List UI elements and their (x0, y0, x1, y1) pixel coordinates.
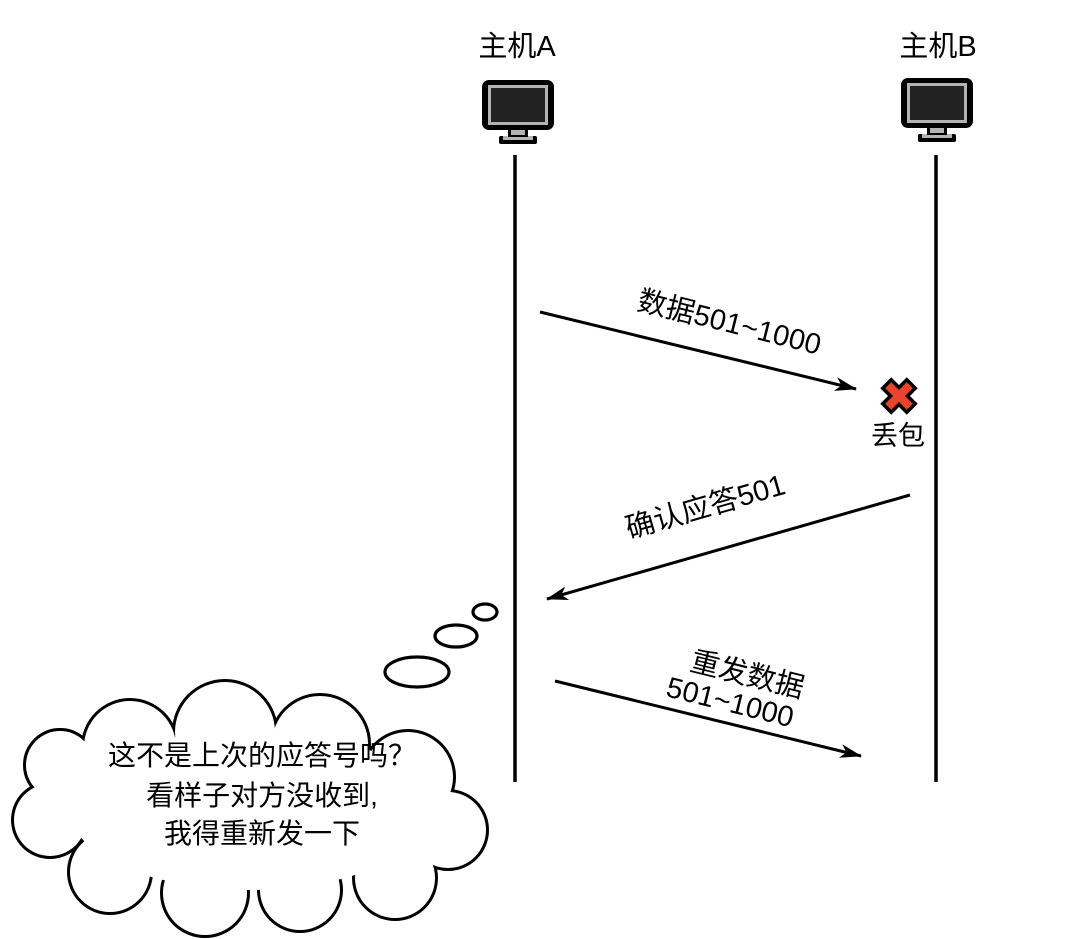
message-label-data: 数据501~1000 (634, 284, 824, 361)
message-arrow-retransmit (554, 679, 862, 758)
monitor-icon-host-b (901, 78, 973, 142)
thought-trail-bubbles (383, 602, 499, 689)
thought-text-line-3: 我得重新发一下 (164, 818, 360, 849)
message-label-retransmit: 重发 数据 501~1000 (663, 645, 807, 734)
packet-loss-x-icon (880, 377, 918, 415)
host-a-label: 主机A (478, 30, 556, 63)
message-arrow-data (539, 310, 857, 391)
thought-text-line-1: 这不是上次的应答号吗？ (108, 740, 416, 771)
thought-text-line-2: 看样子对方没收到, (146, 780, 378, 811)
packet-loss-label: 丢包 (871, 421, 925, 451)
monitor-icon-host-a (482, 80, 554, 144)
message-label-ack: 确认应答501 (622, 468, 789, 545)
host-b-label: 主机B (899, 30, 976, 63)
thought-cloud: 这不是上次的应答号吗？ 看样子对方没收到, 我得重新发一下 (11, 679, 489, 938)
message-arrow-ack (546, 493, 911, 601)
